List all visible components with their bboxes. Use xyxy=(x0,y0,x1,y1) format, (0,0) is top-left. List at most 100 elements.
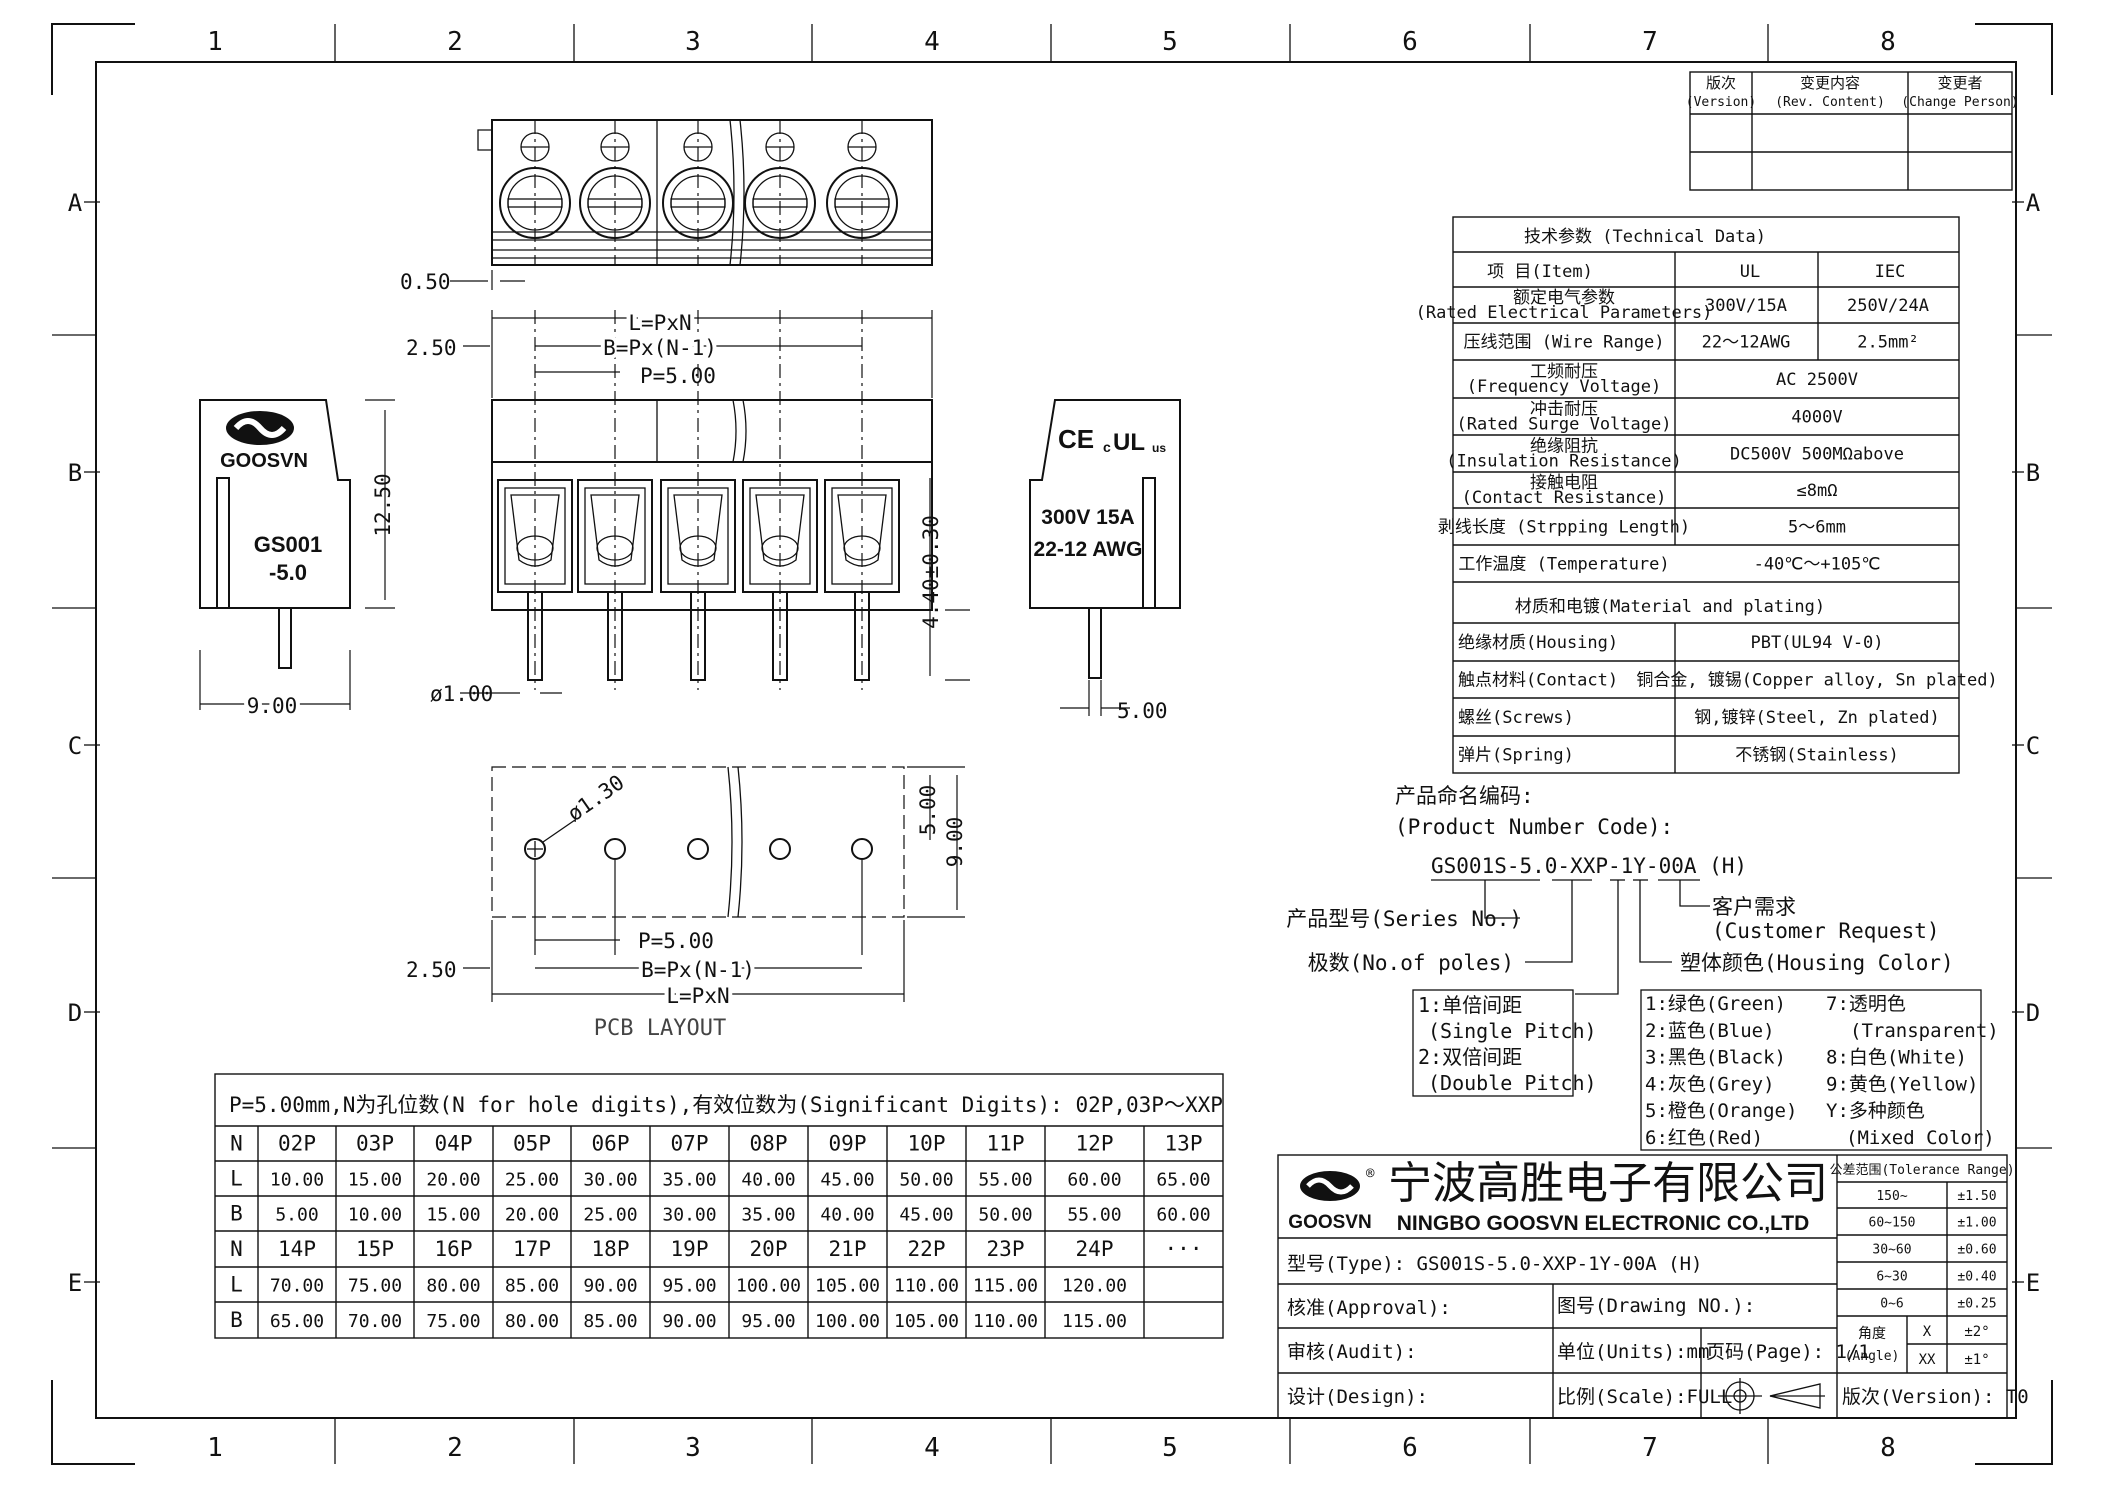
dim-12.50: 12.50 xyxy=(371,473,395,536)
dims-cell-4-9: 110.00 xyxy=(894,1276,959,1297)
material-2-value: 钢,镀锌(Steel, Zn plated) xyxy=(1694,708,1939,728)
tech-row-6-value: 5～6mm xyxy=(1788,518,1846,538)
dims-cell-0-3: 04P xyxy=(435,1132,473,1156)
dims-cell-2-6: 30.00 xyxy=(662,1205,716,1226)
dims-cell-2-4: 20.00 xyxy=(505,1205,559,1226)
tech-row-0-ul: 300V/15A xyxy=(1705,296,1787,316)
material-3-value: 不锈钢(Stainless) xyxy=(1735,746,1899,766)
material-1-value: 铜合金, 镀锡(Copper alloy, Sn plated) xyxy=(1636,671,1997,691)
dims-cell-1-9: 50.00 xyxy=(899,1170,953,1191)
color-left-3: 4:灰色(Grey) xyxy=(1645,1073,1775,1095)
top-screw-3 xyxy=(662,120,734,265)
pcb-hole-2 xyxy=(604,838,626,955)
tech-row-1-name: 压线范围 (Wire Range) xyxy=(1463,333,1664,353)
color-right-1: (Transparent) xyxy=(1850,1020,1999,1042)
dims-cell-1-12: 65.00 xyxy=(1156,1170,1210,1191)
pcb-hole-3 xyxy=(687,838,709,860)
tech-row-4-value: DC500V 500MΩabove xyxy=(1730,445,1904,465)
dim-0.50: 0.50 xyxy=(400,270,451,294)
dims-cell-5-8: 100.00 xyxy=(815,1311,880,1332)
code-title-zh: 产品命名编码: xyxy=(1395,784,1534,808)
design-label: 设计(Design): xyxy=(1287,1386,1428,1408)
tol-range-4: 0~6 xyxy=(1880,1297,1903,1312)
row-label-right-E: E xyxy=(2026,1269,2040,1297)
tech-title: 技术参数 (Technical Data) xyxy=(1524,227,1766,247)
tech-row-3-name: 冲击耐压 xyxy=(1530,400,1598,420)
projection-symbol-icon xyxy=(1718,1378,1825,1414)
tech-row-3-value: 4000V xyxy=(1791,408,1842,428)
dims-cell-3-3: 16P xyxy=(435,1237,473,1261)
goosvn-logo-mark xyxy=(226,411,294,445)
dims-cell-1-1: 10.00 xyxy=(270,1170,324,1191)
dims-cell-4-8: 105.00 xyxy=(815,1276,880,1297)
tol-range-3: 6~30 xyxy=(1876,1270,1907,1285)
color-left-1: 2:蓝色(Blue) xyxy=(1645,1020,1775,1042)
dims-cell-5-3: 75.00 xyxy=(426,1311,480,1332)
material-title: 材质和电镀(Material and plating) xyxy=(1515,597,1825,617)
dim-P-bottom: P=5.00 xyxy=(638,929,714,953)
dims-cell-5-6: 90.00 xyxy=(662,1311,716,1332)
tech-row-3-name-en: (Rated Surge Voltage) xyxy=(1457,415,1672,435)
type-label: 型号(Type): GS001S-5.0-XXP-1Y-00A (H) xyxy=(1287,1253,1703,1275)
dims-cell-0-1: 02P xyxy=(278,1132,316,1156)
dims-cell-0-2: 03P xyxy=(356,1132,394,1156)
row-label-right-D: D xyxy=(2026,999,2040,1027)
dims-cell-2-2: 10.00 xyxy=(348,1205,402,1226)
dim-B-bottom: B=Px(N-1) xyxy=(641,958,755,982)
angle-code-1: XX xyxy=(1919,1352,1936,1368)
color-left-5: 6:红色(Red) xyxy=(1645,1127,1763,1149)
brand-text-title: GOOSVN xyxy=(1288,1212,1371,1233)
dim-5.00-pcb: 5.00 xyxy=(916,785,940,836)
dims-cell-5-2: 70.00 xyxy=(348,1311,402,1332)
tech-head-item: 项 目(Item) xyxy=(1487,262,1593,282)
dims-cell-2-5: 25.00 xyxy=(583,1205,637,1226)
tech-row-0-name-en: (Rated Electrical Parameters) xyxy=(1416,303,1713,323)
dims-cell-0-0: N xyxy=(230,1132,243,1156)
dims-cell-0-9: 10P xyxy=(908,1132,946,1156)
top-view: 0.50 xyxy=(400,119,933,294)
company-name-zh: 宁波高胜电子有限公司 xyxy=(1388,1158,1828,1209)
approval-label: 核准(Approval): xyxy=(1287,1297,1451,1319)
front-cell-2 xyxy=(577,310,653,690)
dims-cell-5-5: 85.00 xyxy=(583,1311,637,1332)
product-code: 产品命名编码: (Product Number Code): GS001S-5.… xyxy=(1286,784,1999,1151)
top-screw-4 xyxy=(744,120,816,265)
front-cell-4 xyxy=(742,310,818,690)
material-0-key: 绝缘材质(Housing) xyxy=(1458,633,1618,653)
dims-cell-2-10: 50.00 xyxy=(978,1205,1032,1226)
row-label-left-C: C xyxy=(68,732,82,760)
dim-9.00-pcb: 9.00 xyxy=(943,817,967,868)
tech-row-0-iec: 250V/24A xyxy=(1847,296,1929,316)
dims-cell-2-12: 60.00 xyxy=(1156,1205,1210,1226)
dims-cell-1-10: 55.00 xyxy=(978,1170,1032,1191)
dims-cell-2-11: 55.00 xyxy=(1067,1205,1121,1226)
angle-label-en: (Angle) xyxy=(1845,1349,1900,1364)
pitch-1-en: (Single Pitch) xyxy=(1428,1019,1597,1043)
left-side-view: 9.00 12.50 GOOSVN GS001 -5.0 xyxy=(199,399,395,722)
ul-us-mark: us xyxy=(1152,441,1166,455)
dim-B-top: B=Px(N-1) xyxy=(603,336,717,360)
color-right-5: (Mixed Color) xyxy=(1846,1127,1995,1149)
model-line1: GS001 xyxy=(254,532,323,557)
dims-cell-4-6: 95.00 xyxy=(662,1276,716,1297)
ce-mark: CE xyxy=(1058,424,1094,454)
version-label: 版次(Version): T0 xyxy=(1842,1386,2029,1408)
dims-cell-5-10: 110.00 xyxy=(973,1311,1038,1332)
col-label-top-3: 3 xyxy=(685,27,701,57)
pcb-layout: ø1.30 5.00 9.00 P=5.00 B=Px(N-1) 2.50 L=… xyxy=(406,766,967,1041)
tol-value-0: ±1.50 xyxy=(1957,1189,1996,1204)
angle-label-zh: 角度 xyxy=(1858,1326,1886,1342)
front-cell-5 xyxy=(824,310,900,690)
rating-line1: 300V 15A xyxy=(1041,506,1134,529)
dim-2.50-bottom: 2.50 xyxy=(406,958,457,982)
dims-cell-2-8: 40.00 xyxy=(820,1205,874,1226)
dims-cell-1-11: 60.00 xyxy=(1067,1170,1121,1191)
dims-cell-4-1: 70.00 xyxy=(270,1276,324,1297)
col-label-bottom-3: 3 xyxy=(685,1433,701,1463)
brand-text-side: GOOSVN xyxy=(220,450,308,472)
dims-cell-3-12: ··· xyxy=(1165,1237,1203,1261)
rev-person-en: (Change Person) xyxy=(1901,95,2018,110)
